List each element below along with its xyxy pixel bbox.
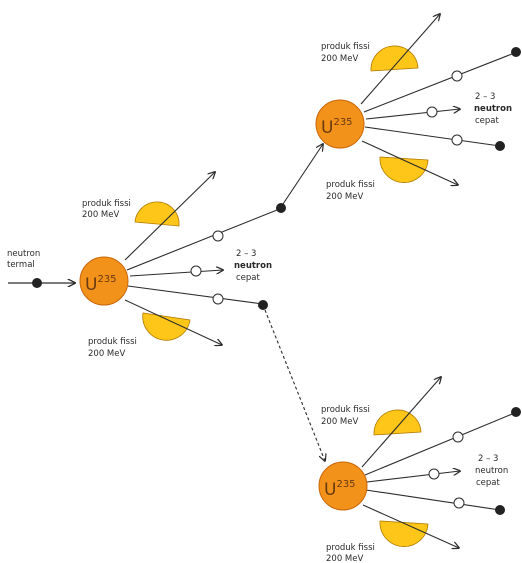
uranium-nucleus xyxy=(318,461,368,511)
product-label-top-line1: produk fissi xyxy=(82,199,131,209)
fast-neutron-solid-1 xyxy=(276,203,286,213)
product-label-bottom-line1: produk fissi xyxy=(326,543,375,553)
nucleus-mass: 235 xyxy=(333,117,352,128)
nucleus-label: U235 xyxy=(324,479,356,500)
input-label-line2: termal xyxy=(7,260,35,270)
neutron-count-line1: 2 – 3 xyxy=(236,249,256,259)
neutron-count-line2: neutron xyxy=(234,261,272,271)
product-label-top-line1: produk fissi xyxy=(321,42,370,52)
neutron-count-line2: neutron xyxy=(474,104,512,114)
product-arrow-top xyxy=(360,14,440,105)
product-label-bottom-line2: 200 MeV xyxy=(88,349,125,359)
product-label-top-line1: produk fissi xyxy=(321,405,370,415)
fast-neutron-open-1 xyxy=(451,70,463,82)
fast-neutron-solid-2 xyxy=(258,300,268,310)
nucleus-mass: 235 xyxy=(97,274,116,285)
input-neutron-group: neutron termal xyxy=(7,249,75,288)
nucleus-symbol: U xyxy=(85,275,97,295)
fission-center: U235 produk fissi 200 MeV produk fissi 2… xyxy=(79,172,286,359)
fission-fragment-bottom xyxy=(379,520,429,547)
fast-neutron-solid-2 xyxy=(495,141,505,151)
thermal-neutron xyxy=(32,278,42,288)
neutron-path-1 xyxy=(126,207,283,271)
uranium-nucleus xyxy=(315,99,365,149)
nucleus-label: U235 xyxy=(85,274,117,295)
product-arrow-top xyxy=(124,172,215,261)
fast-neutron-open-3 xyxy=(451,134,463,146)
fission-bottom: U235 produk fissi 200 MeV produk fissi 2… xyxy=(318,377,521,563)
product-label-bottom-line2: 200 MeV xyxy=(326,554,363,563)
uranium-nucleus xyxy=(79,256,129,306)
nucleus-symbol: U xyxy=(321,118,333,138)
neutron-count-line3: cepat xyxy=(476,478,501,488)
nucleus-label: U235 xyxy=(321,117,353,138)
fission-fragment-bottom xyxy=(379,156,429,183)
fission-top: U235 produk fissi 200 MeV produk fissi 2… xyxy=(315,14,521,202)
neutron-count-line3: cepat xyxy=(475,116,500,126)
fission-fragment-top xyxy=(370,45,419,72)
product-label-bottom-line1: produk fissi xyxy=(326,180,375,190)
neutron-count-line2: neutron xyxy=(475,466,508,476)
nucleus-symbol: U xyxy=(324,480,336,500)
fast-neutron-solid-1 xyxy=(511,47,521,57)
chain-arrow-lower xyxy=(264,309,325,461)
neutron-count-line1: 2 – 3 xyxy=(475,92,495,102)
product-label-bottom-line1: produk fissi xyxy=(88,337,137,347)
fast-neutron-open-2 xyxy=(190,265,202,277)
fast-neutron-open-1 xyxy=(212,230,224,242)
neutron-path-2 xyxy=(365,109,460,120)
product-arrow-top xyxy=(361,377,441,468)
nucleus-mass: 235 xyxy=(336,479,355,490)
fast-neutron-open-3 xyxy=(453,497,465,509)
fission-fragment-top xyxy=(134,201,180,227)
neutron-count-line1: 2 – 3 xyxy=(478,454,498,464)
fast-neutron-open-3 xyxy=(212,293,224,305)
fast-neutron-open-2 xyxy=(428,468,440,480)
product-arrow-bottom xyxy=(124,299,222,345)
fast-neutron-open-1 xyxy=(452,431,464,443)
neutron-path-2 xyxy=(366,471,460,483)
fast-neutron-solid-2 xyxy=(495,505,505,515)
fast-neutron-open-2 xyxy=(426,106,438,118)
neutron-path-2 xyxy=(129,270,223,277)
neutron-path-1 xyxy=(364,411,518,476)
neutron-count-line3: cepat xyxy=(236,273,261,283)
fission-fragment-bottom xyxy=(142,312,191,341)
product-label-top-line2: 200 MeV xyxy=(321,417,358,427)
product-label-bottom-line2: 200 MeV xyxy=(326,192,363,202)
neutron-path-3 xyxy=(364,126,501,147)
product-label-top-line2: 200 MeV xyxy=(321,54,358,64)
chain-arrow-upper xyxy=(282,144,323,205)
neutron-path-3 xyxy=(127,285,264,305)
neutron-path-1 xyxy=(363,51,518,113)
product-label-top-line2: 200 MeV xyxy=(82,210,119,220)
fast-neutron-solid-1 xyxy=(511,407,521,417)
input-label-line1: neutron xyxy=(7,249,40,259)
product-arrow-bottom xyxy=(362,504,459,548)
product-arrow-bottom xyxy=(361,140,458,185)
neutron-path-3 xyxy=(365,489,501,511)
fission-fragment-top xyxy=(373,409,422,436)
